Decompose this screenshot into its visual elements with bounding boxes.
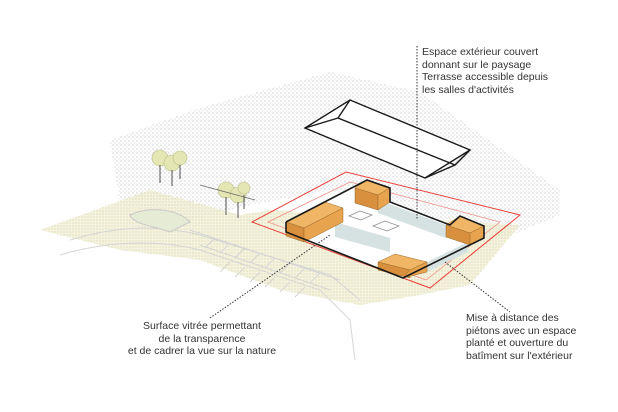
glazed-wall-2 <box>378 200 446 238</box>
natural-field <box>110 72 560 240</box>
courtyard <box>286 180 484 278</box>
annotation-glazed-surface: Surface vitrée permettant de la transpar… <box>127 320 277 357</box>
glazed-wall-3 <box>427 242 468 272</box>
parking-area <box>59 209 361 361</box>
courtyard-planters <box>348 210 400 232</box>
glazed-wall <box>335 222 390 252</box>
annotation-pedestrian-distance: Mise à distance des piétons avec un espa… <box>466 312 577 362</box>
leader-glazing <box>209 234 331 319</box>
building-outline <box>285 179 485 279</box>
fence-line <box>199 184 256 201</box>
leader-lines <box>209 46 511 319</box>
covered-terrace-roof <box>303 99 472 179</box>
annotation-exterior-space: Espace extérieur couvert donnant sur le … <box>422 46 549 96</box>
